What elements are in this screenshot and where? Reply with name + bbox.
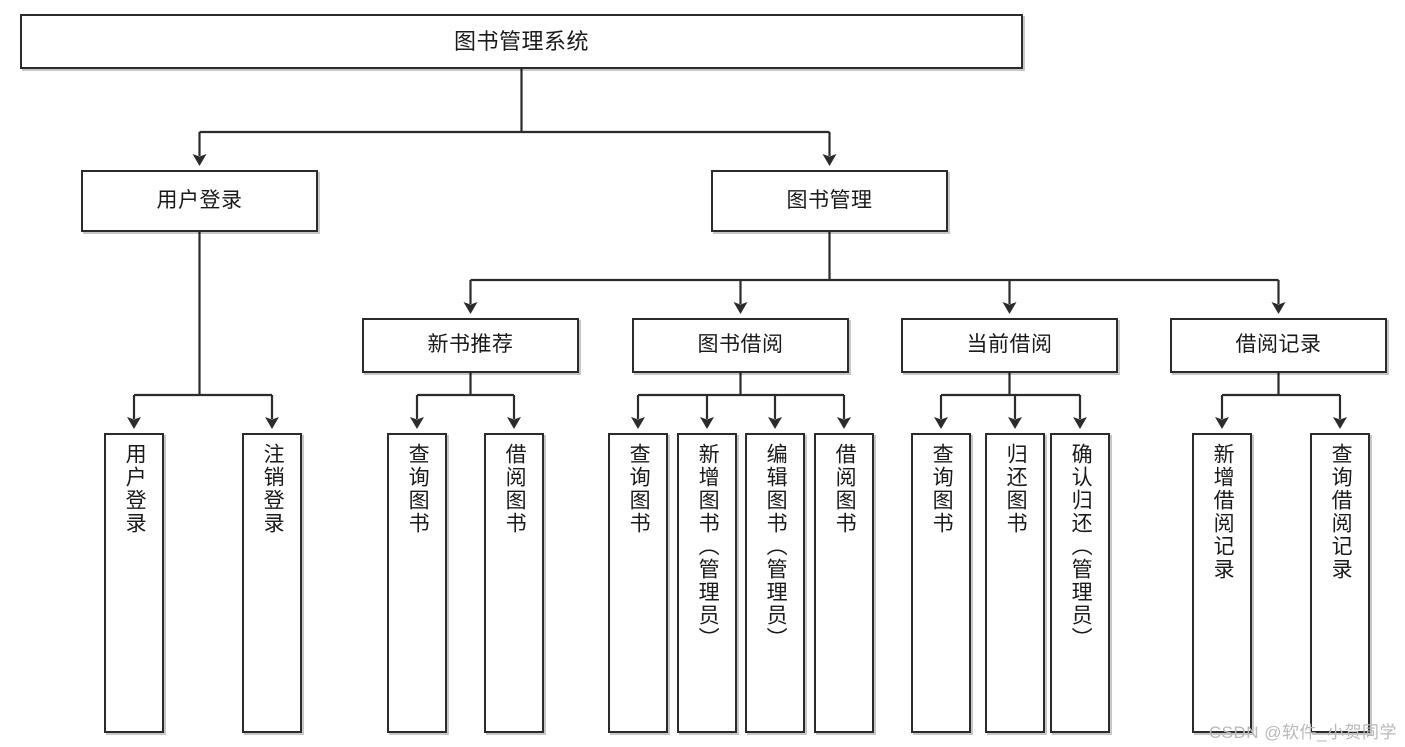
node-label-leaf-user-login: 用户登录 bbox=[123, 443, 147, 535]
node-book-manage[interactable]: 图书管理 bbox=[711, 170, 948, 232]
node-label-root: 图书管理系统 bbox=[453, 28, 589, 54]
node-label-user-login: 用户登录 bbox=[156, 188, 243, 212]
node-label-leaf-add-book: 新增图书（管理员） bbox=[696, 443, 720, 650]
node-root[interactable]: 图书管理系统 bbox=[20, 14, 1023, 69]
node-current-borrow[interactable]: 当前借阅 bbox=[901, 318, 1118, 373]
node-label-leaf-add-record: 新增借阅记录 bbox=[1211, 443, 1235, 581]
node-label-leaf-confirm-return: 确认归还（管理员） bbox=[1069, 443, 1093, 650]
node-leaf-borrow-book-2[interactable]: 借阅图书 bbox=[814, 433, 874, 733]
node-label-book-manage: 图书管理 bbox=[786, 188, 873, 212]
node-user-login[interactable]: 用户登录 bbox=[81, 170, 318, 232]
node-leaf-return-book[interactable]: 归还图书 bbox=[985, 433, 1045, 733]
node-label-leaf-query-book-1: 查询图书 bbox=[406, 443, 430, 535]
node-borrow-record[interactable]: 借阅记录 bbox=[1170, 318, 1387, 373]
node-leaf-logout[interactable]: 注销登录 bbox=[242, 433, 302, 733]
node-leaf-user-login[interactable]: 用户登录 bbox=[104, 433, 164, 733]
node-leaf-query-book-1[interactable]: 查询图书 bbox=[387, 433, 447, 733]
node-label-leaf-query-record: 查询借阅记录 bbox=[1329, 443, 1353, 581]
node-label-leaf-query-book-3: 查询图书 bbox=[930, 443, 954, 535]
node-leaf-confirm-return[interactable]: 确认归还（管理员） bbox=[1050, 433, 1110, 733]
node-leaf-query-record[interactable]: 查询借阅记录 bbox=[1310, 433, 1370, 733]
node-leaf-add-book[interactable]: 新增图书（管理员） bbox=[677, 433, 737, 733]
node-leaf-borrow-book-1[interactable]: 借阅图书 bbox=[484, 433, 544, 733]
node-leaf-add-record[interactable]: 新增借阅记录 bbox=[1192, 433, 1252, 733]
node-label-borrow-record: 借阅记录 bbox=[1235, 333, 1322, 357]
node-leaf-query-book-2[interactable]: 查询图书 bbox=[608, 433, 668, 733]
node-label-leaf-borrow-book-2: 借阅图书 bbox=[833, 443, 857, 535]
node-leaf-edit-book[interactable]: 编辑图书（管理员） bbox=[745, 433, 805, 733]
node-label-leaf-return-book: 归还图书 bbox=[1004, 443, 1028, 535]
node-label-current-borrow: 当前借阅 bbox=[966, 333, 1053, 357]
node-label-book-borrow: 图书借阅 bbox=[697, 333, 784, 357]
node-leaf-query-book-3[interactable]: 查询图书 bbox=[911, 433, 971, 733]
node-label-new-book-rec: 新书推荐 bbox=[427, 333, 514, 357]
node-label-leaf-logout: 注销登录 bbox=[261, 443, 285, 535]
node-label-leaf-query-book-2: 查询图书 bbox=[627, 443, 651, 535]
node-label-leaf-edit-book: 编辑图书（管理员） bbox=[764, 443, 788, 650]
node-label-leaf-borrow-book-1: 借阅图书 bbox=[503, 443, 527, 535]
node-book-borrow[interactable]: 图书借阅 bbox=[632, 318, 849, 373]
node-new-book-rec[interactable]: 新书推荐 bbox=[362, 318, 579, 373]
